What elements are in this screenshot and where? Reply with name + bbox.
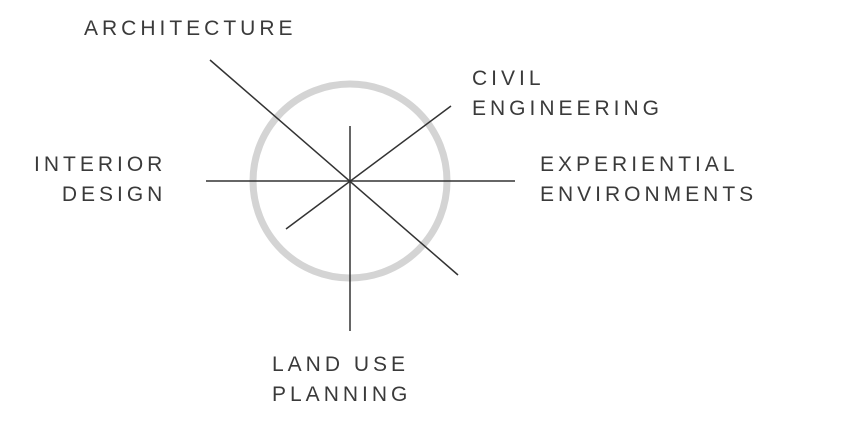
label-experiential-environments-line-2: ENVIRONMENTS <box>540 183 758 206</box>
label-civil-engineering-line-1: CIVIL <box>472 67 545 90</box>
label-land-use-planning: LAND USE PLANNING <box>272 350 411 410</box>
label-land-use-planning-line-1: LAND USE <box>272 353 410 376</box>
label-civil-engineering: CIVIL ENGINEERING <box>472 64 663 124</box>
label-civil-engineering-line-2: ENGINEERING <box>472 97 664 120</box>
label-land-use-planning-line-2: PLANNING <box>272 383 412 406</box>
label-interior-design-line-1: INTERIOR <box>34 153 167 176</box>
label-experiential-environments: EXPERIENTIAL ENVIRONMENTS <box>540 150 757 210</box>
spoke-diagonal-architecture <box>209 59 459 276</box>
label-interior-design-line-2: DESIGN <box>61 183 167 206</box>
label-interior-design: INTERIOR DESIGN <box>34 150 166 210</box>
label-architecture: ARCHITECTURE <box>84 14 297 44</box>
spoke-diagonal-civil-engineering <box>285 105 452 230</box>
label-experiential-environments-line-1: EXPERIENTIAL <box>540 153 739 176</box>
label-architecture-line-1: ARCHITECTURE <box>84 17 297 40</box>
